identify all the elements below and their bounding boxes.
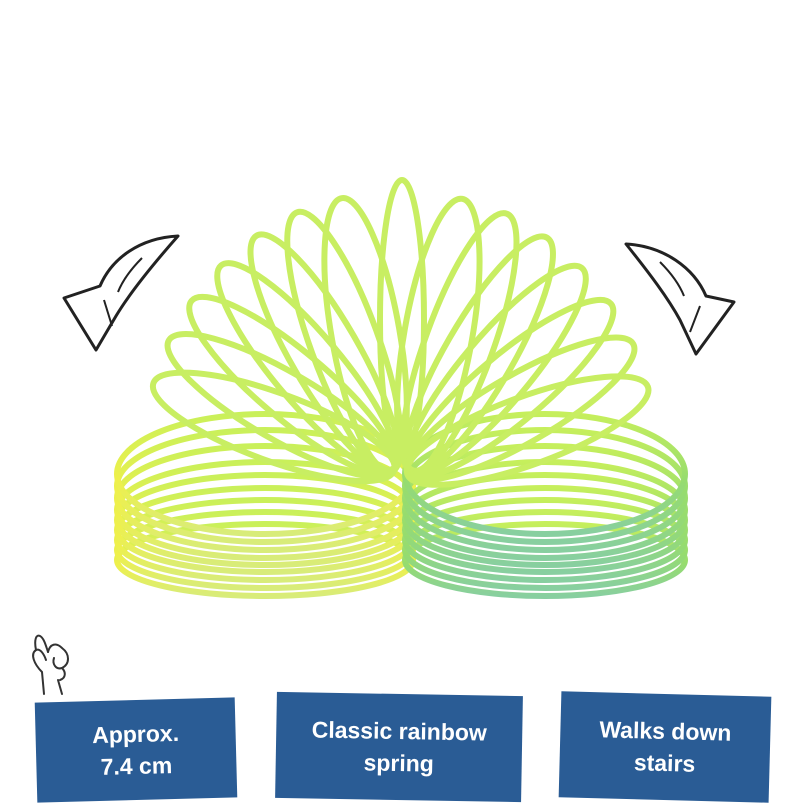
ok-hand-icon [32, 634, 69, 695]
badge-size-line2: 7.4 cm [100, 752, 173, 780]
badge-stairs-line1: Walks down [599, 716, 732, 746]
badge-rainbow-line1: Classic rainbow [311, 716, 488, 746]
badge-rainbow: Classic rainbow spring [275, 691, 523, 803]
badge-stairs-line2: stairs [633, 749, 696, 777]
badge-size: Approx. 7.4 cm [34, 697, 238, 803]
badge-stairs: Walks down stairs [558, 691, 772, 803]
badge-size-line1: Approx. [91, 719, 180, 749]
curved-arrow-left-icon [62, 234, 180, 352]
slinky-spring [114, 177, 688, 599]
badge-rainbow-line2: spring [363, 749, 435, 777]
curved-arrow-right-icon [624, 242, 736, 356]
